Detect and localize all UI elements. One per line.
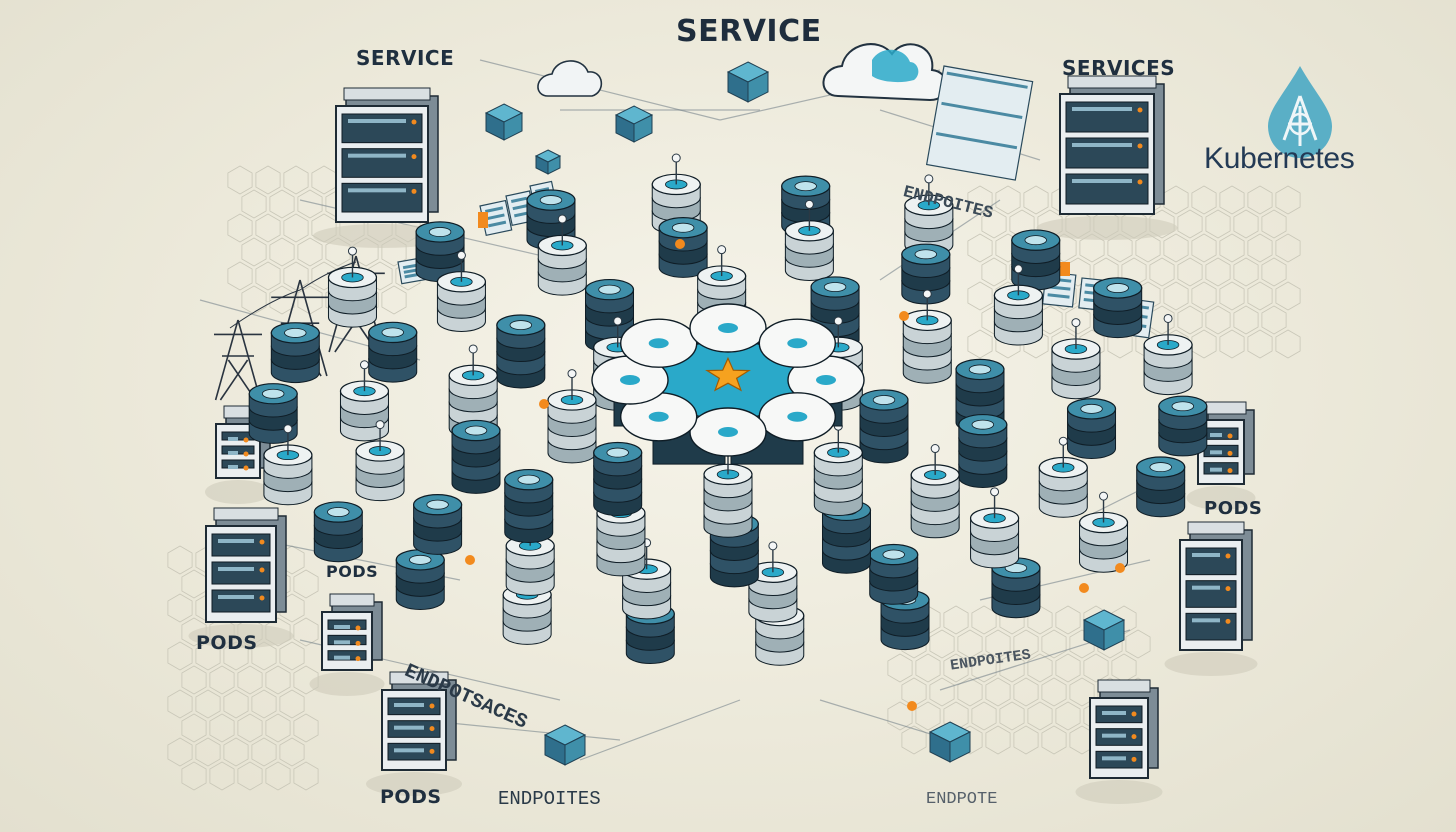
accent-dot-icon — [539, 399, 549, 409]
cube-icon — [614, 105, 654, 143]
orange-tag-icon — [1058, 262, 1070, 276]
accent-dot-icon — [675, 239, 685, 249]
pod-stack-icon — [395, 549, 445, 610]
server-rack-icon — [1186, 401, 1256, 510]
pod-stack-icon — [1038, 436, 1088, 518]
server-rack-icon — [1036, 75, 1178, 240]
pod-stack-icon — [415, 221, 465, 283]
pod-stack-icon — [748, 541, 798, 623]
pod-stack-icon — [413, 493, 463, 555]
accent-dot-icon — [907, 701, 917, 711]
server-rack-icon — [309, 593, 385, 696]
pod-stack-icon — [955, 358, 1005, 433]
cube-icon — [543, 724, 587, 766]
pod-stack-icon — [1143, 313, 1193, 396]
pod-stack-icon — [993, 264, 1043, 346]
pod-stack-icon — [502, 563, 552, 645]
pod-stack-icon — [368, 321, 418, 383]
server-rack-icon — [1164, 521, 1258, 676]
pod-stack-icon — [902, 289, 952, 384]
pod-stack-icon — [1158, 395, 1208, 457]
document-panel-icon — [925, 65, 1034, 181]
accent-dot-icon — [465, 555, 475, 565]
pod-stack-icon — [504, 468, 554, 544]
pods-left-label: PODS — [196, 632, 258, 654]
service-left-label: SERVICE — [356, 46, 455, 70]
pod-stack-icon — [1093, 277, 1143, 339]
pod-stack-icon — [313, 501, 363, 563]
service-top-label: SERVICE — [676, 14, 822, 49]
pod-stack-icon — [813, 421, 863, 516]
cube-icon — [928, 721, 972, 763]
pod-stack-icon — [596, 482, 646, 577]
pod-stack-icon — [859, 389, 909, 464]
pod-stack-icon — [451, 419, 501, 494]
pod-stack-icon — [355, 420, 405, 502]
pods-right-label: PODS — [1204, 498, 1263, 519]
pod-stack-icon — [969, 487, 1020, 569]
pod-stack-icon — [1051, 318, 1101, 400]
pod-stack-icon — [270, 322, 320, 384]
kubernetes-brand-label: Kubernetes — [1204, 142, 1355, 175]
pod-stack-icon — [248, 383, 298, 444]
kubernetes-drop-logo-icon — [1268, 66, 1332, 158]
pod-stack-icon — [958, 413, 1008, 488]
cube-icon — [534, 149, 562, 175]
pod-stack-icon — [436, 250, 487, 332]
orange-tag-icon — [478, 212, 488, 228]
server-rack-icon — [366, 671, 462, 796]
transmission-tower-icon — [214, 319, 262, 401]
pod-stack-icon — [547, 369, 597, 464]
pod-stack-icon — [1066, 398, 1117, 459]
server-rack-icon — [188, 507, 294, 648]
pod-stack-icon — [1011, 229, 1061, 291]
pod-stack-icon — [703, 443, 753, 538]
pod-stack-icon — [784, 199, 834, 281]
accent-dot-icon — [1115, 563, 1125, 573]
pod-stack-icon — [593, 441, 643, 516]
central-service-hub — [591, 303, 865, 465]
pod-stack-icon — [496, 314, 546, 389]
endpoints-bottom-left-label: ENDPOITES — [498, 788, 601, 810]
cube-icon — [484, 103, 524, 141]
pods-bottom-label: PODS — [380, 786, 442, 808]
cloud-icon — [537, 43, 948, 102]
accent-dot-icon — [1079, 583, 1089, 593]
pod-stack-icon — [263, 424, 313, 506]
pod-stack-icon — [910, 444, 960, 539]
cube-icon — [726, 61, 770, 103]
star-icon — [705, 356, 751, 392]
endpoints-bottom-right-label: ENDPOTE — [926, 790, 998, 809]
accent-dot-icon — [899, 311, 909, 321]
pod-stack-icon — [1078, 491, 1129, 573]
pod-stack-icon — [1136, 456, 1186, 518]
pod-stack-icon — [810, 276, 860, 351]
server-rack-icon — [205, 405, 271, 504]
pods-mid-left-label: PODS — [326, 562, 379, 581]
cube-icon — [1082, 609, 1126, 651]
pod-stack-icon — [537, 214, 587, 296]
pod-stack-icon — [781, 175, 831, 237]
pod-stack-icon — [869, 543, 919, 605]
services-right-label: SERVICES — [1062, 56, 1176, 80]
pod-stack-icon — [327, 246, 378, 328]
pod-stack-icon — [339, 360, 390, 442]
server-rack-icon — [1075, 679, 1163, 804]
document-panel-icon — [479, 199, 513, 237]
